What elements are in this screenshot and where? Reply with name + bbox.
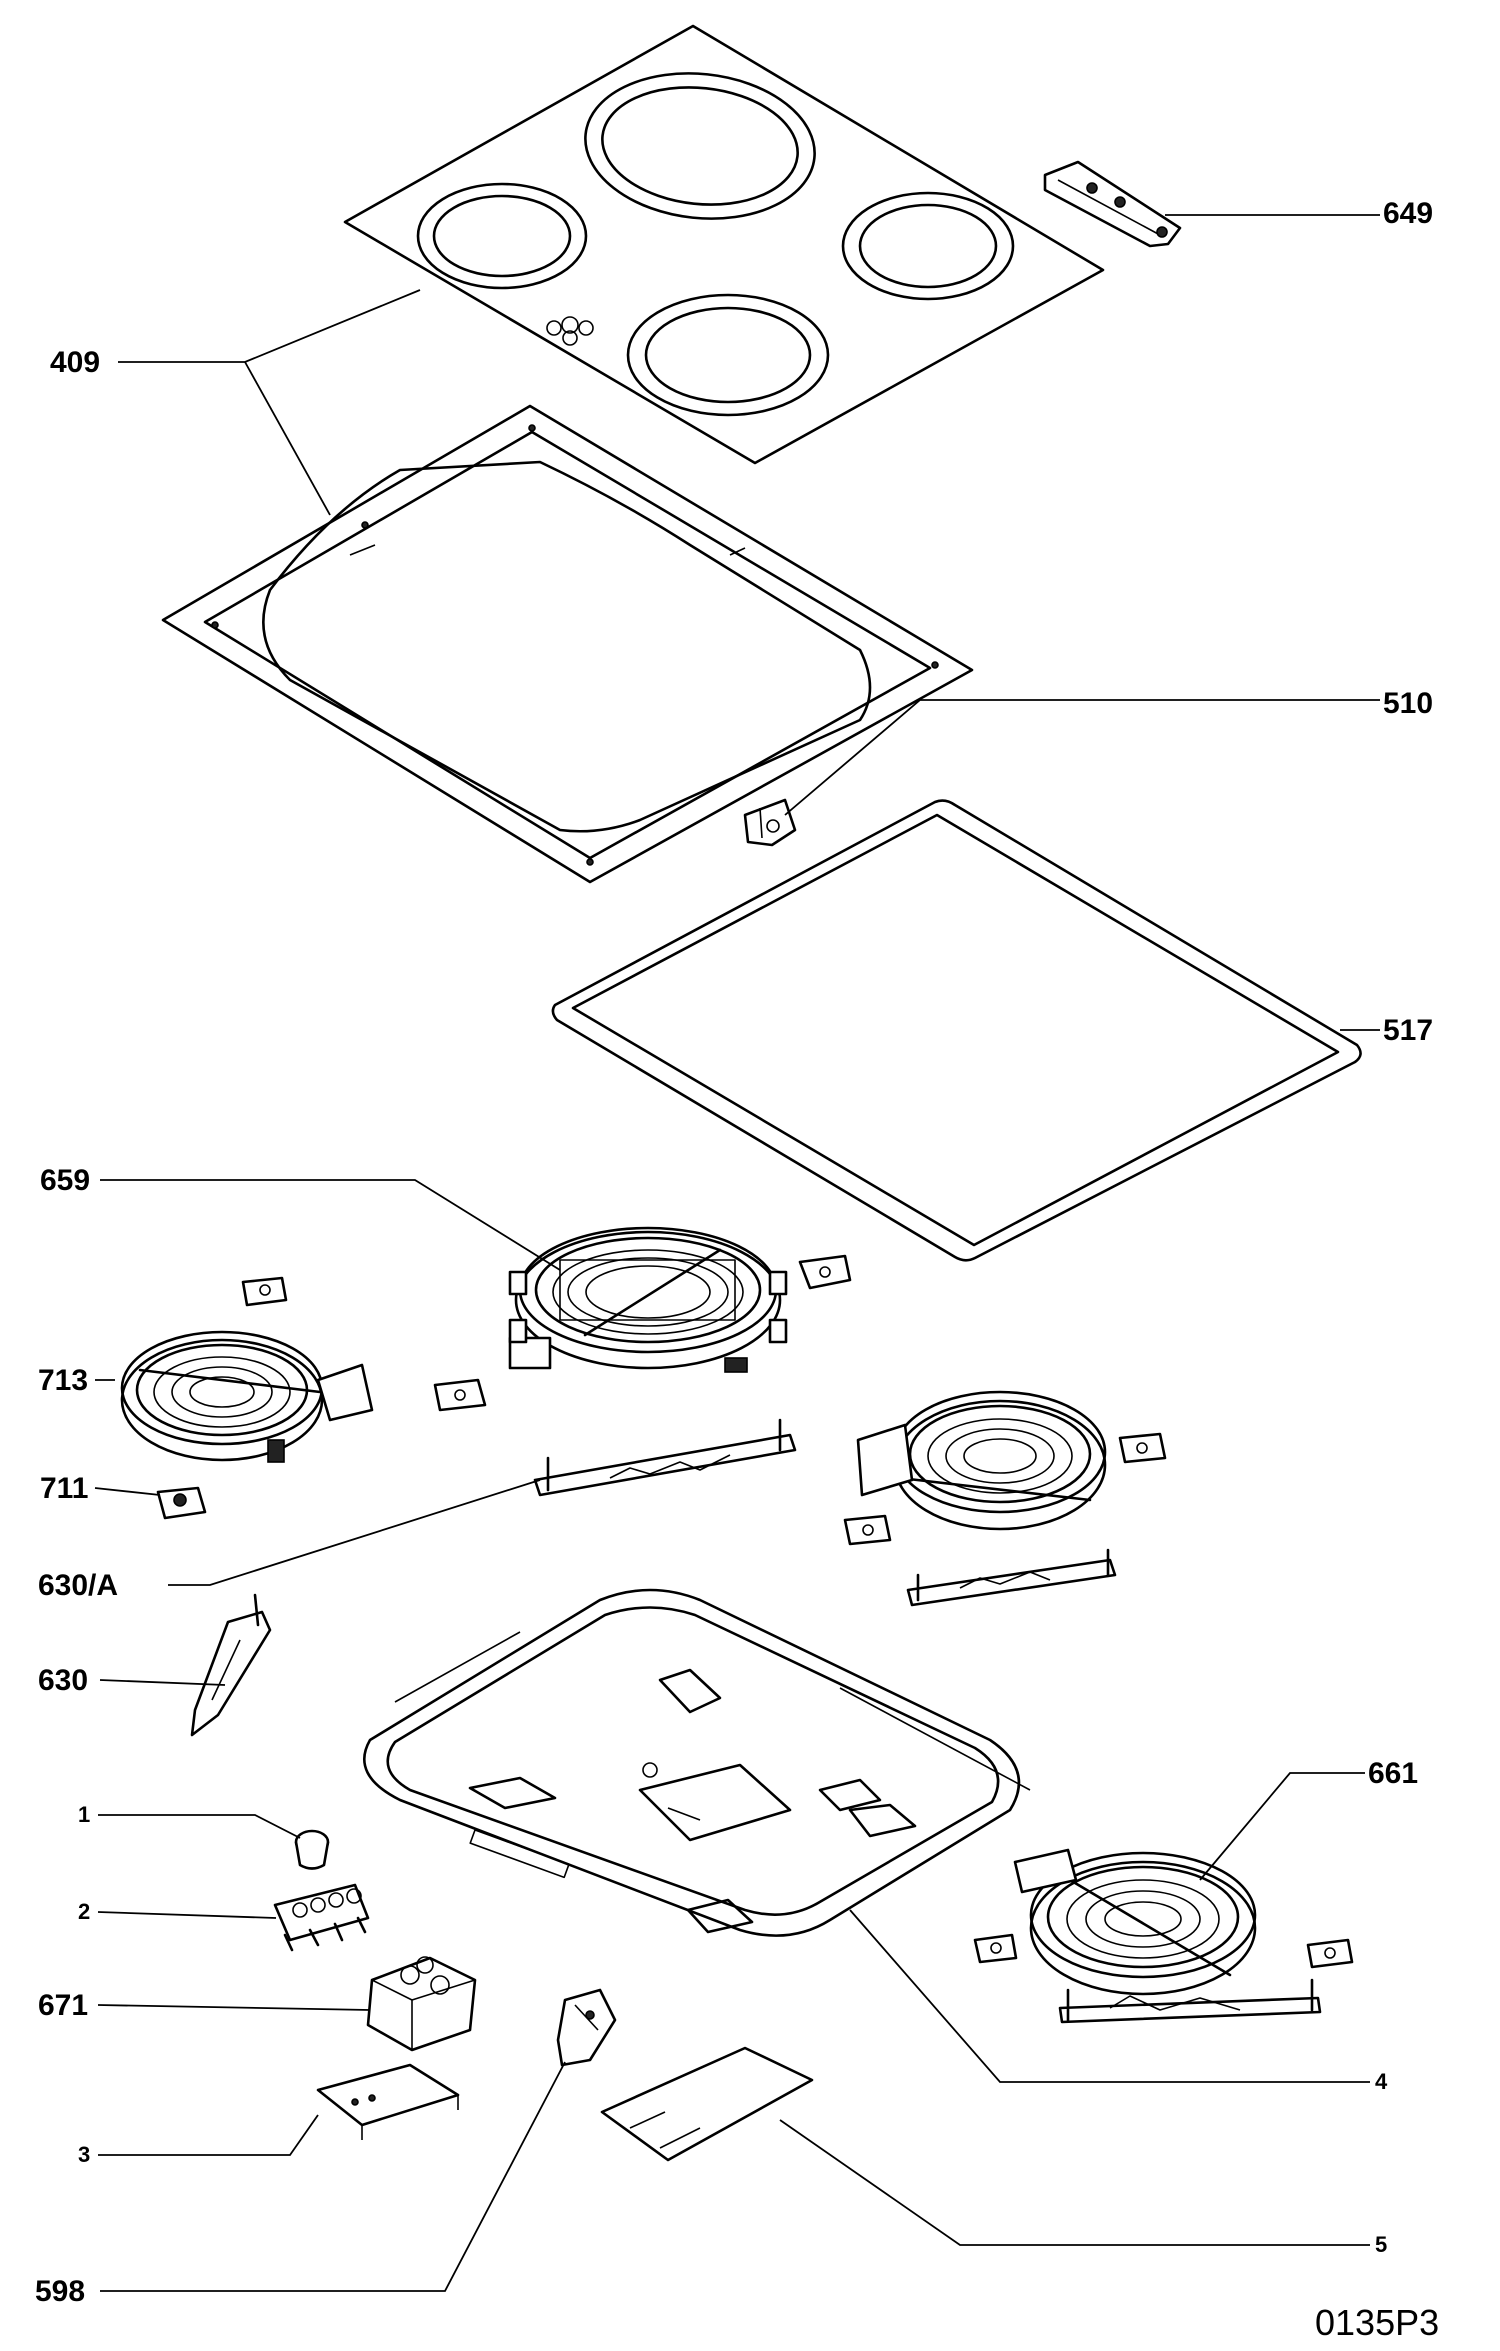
label-517: 517 [1383,1014,1433,1047]
clip-small [433,1378,487,1412]
support-bar [906,1548,1117,1607]
seal-gasket-517 [551,799,1362,1262]
heating-element-661 [1013,1848,1257,1996]
label-4: 4 [1375,2069,1388,2094]
label-510: 510 [1383,687,1433,720]
part-labels: 649 409 510 517 659 713 711 630/A 630 66… [35,197,1439,2343]
label-713: 713 [38,1364,88,1397]
label-3: 3 [78,2142,90,2167]
clip-small [973,1933,1018,1964]
heating-element-713 [120,1330,374,1463]
label-2: 2 [78,1899,90,1924]
clip-small [241,1276,288,1307]
leader-lines [94,214,1380,2292]
hob-frame [161,404,974,884]
support-bar [1058,1978,1322,2024]
label-1: 1 [78,1802,90,1827]
label-5: 5 [1375,2232,1387,2257]
clip-small [1118,1432,1167,1464]
diagram-code: 0135P3 [1315,2302,1439,2343]
heating-element-right [856,1390,1107,1531]
label-661: 661 [1368,1757,1418,1790]
clip-small [798,1254,852,1290]
zone-symbol-icon [546,316,594,346]
clip-510 [743,798,797,847]
bracket-598 [556,1988,617,2067]
cover-plate-5 [600,2046,814,2162]
label-598: 598 [35,2275,85,2308]
clip-small [1306,1938,1354,1969]
clip-711 [156,1486,207,1520]
base-tray-4 [363,1588,1031,1937]
terminal-cover-671 [366,1956,477,2052]
label-409: 409 [50,346,100,379]
heating-element-659 [508,1226,788,1373]
label-671: 671 [38,1989,88,2022]
clip-small [843,1514,892,1546]
support-bar-630a [533,1418,797,1497]
label-659: 659 [40,1164,90,1197]
bracket-630 [190,1593,272,1737]
ceramic-hob-top [343,24,1105,465]
label-630: 630 [38,1664,88,1697]
label-649: 649 [1383,197,1433,230]
terminal-block-2 [273,1883,370,1952]
bracket-649 [1043,160,1182,248]
label-630a: 630/A [38,1569,118,1602]
bracket-plate-3 [316,2063,460,2140]
plug-1 [294,1829,330,1870]
label-711: 711 [40,1472,88,1505]
